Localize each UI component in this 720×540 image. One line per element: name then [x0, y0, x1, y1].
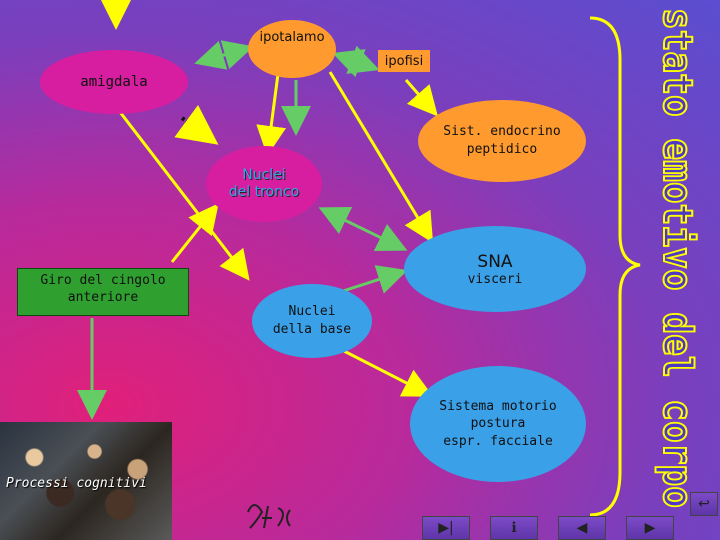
nav-next-button[interactable]: ▶ [626, 516, 674, 540]
node-ipofisi-label: ipofisi [384, 53, 424, 69]
node-endocrino: Sist. endocrino peptidico [418, 100, 586, 182]
prev-icon: ◀ [576, 520, 588, 536]
arrow-amigdala-ipotalamo [194, 40, 254, 70]
nav-info-button[interactable]: ℹ [490, 516, 538, 540]
nav-prev-button[interactable]: ◀ [558, 516, 606, 540]
arrow-ipotalamo-sna [328, 71, 434, 244]
brace [589, 16, 641, 517]
vertical-title-text: stato emotivo del corpo [654, 8, 700, 508]
arrow-base-motorio [341, 348, 434, 397]
node-nuclei-base: Nuclei della base [252, 284, 372, 358]
arrow-tronco-sna [318, 207, 408, 251]
node-amigdala: amigdala [40, 50, 188, 114]
cognitive-photo: Processi cognitivi [0, 422, 172, 540]
nav-end-icon: ▶| [438, 520, 454, 536]
node-nuclei-tronco-label: Nuclei del tronco [228, 166, 300, 201]
node-nuclei-tronco: Nuclei del tronco [206, 146, 322, 222]
arrow-giro-amigdala [170, 203, 219, 263]
node-ipofisi: ipofisi [378, 50, 430, 72]
info-icon: ℹ [511, 520, 517, 536]
arrow-ipofisi-endocrino [404, 79, 438, 117]
photo-caption: Processi cognitivi [6, 476, 147, 491]
node-giro: Giro del cingolo anteriore [17, 268, 189, 316]
nav-return-button[interactable]: ↩ [690, 492, 718, 516]
node-sna: SNA visceri [404, 226, 586, 312]
node-sna-sub: visceri [467, 271, 523, 287]
nav-end-button[interactable]: ▶| [422, 516, 470, 540]
arrow-ipotalamo-tronco [256, 73, 287, 156]
next-icon: ▶ [644, 520, 656, 536]
arrow-amigdala-base [118, 111, 250, 281]
arrow-amigdala-tronco [174, 104, 219, 145]
return-icon: ↩ [698, 496, 710, 512]
node-motorio: Sistema motorio postura espr. facciale [410, 366, 586, 482]
node-amigdala-label: amigdala [80, 74, 148, 90]
node-motorio-label: Sistema motorio postura espr. facciale [439, 398, 557, 449]
node-ipotalamo: ipotalamo [248, 20, 336, 78]
node-sna-title: SNA [477, 251, 513, 272]
node-nuclei-base-label: Nuclei della base [272, 304, 352, 337]
node-giro-label: Giro del cingolo anteriore [40, 273, 166, 305]
node-ipotalamo-label: ipotalamo [259, 30, 325, 45]
arrow-base-sna [339, 265, 408, 294]
node-endocrino-label: Sist. endocrino peptidico [443, 124, 561, 157]
arrow-ipotalamo-ipofisi [332, 45, 380, 78]
vertical-title: stato emotivo del corpo [653, 8, 701, 509]
